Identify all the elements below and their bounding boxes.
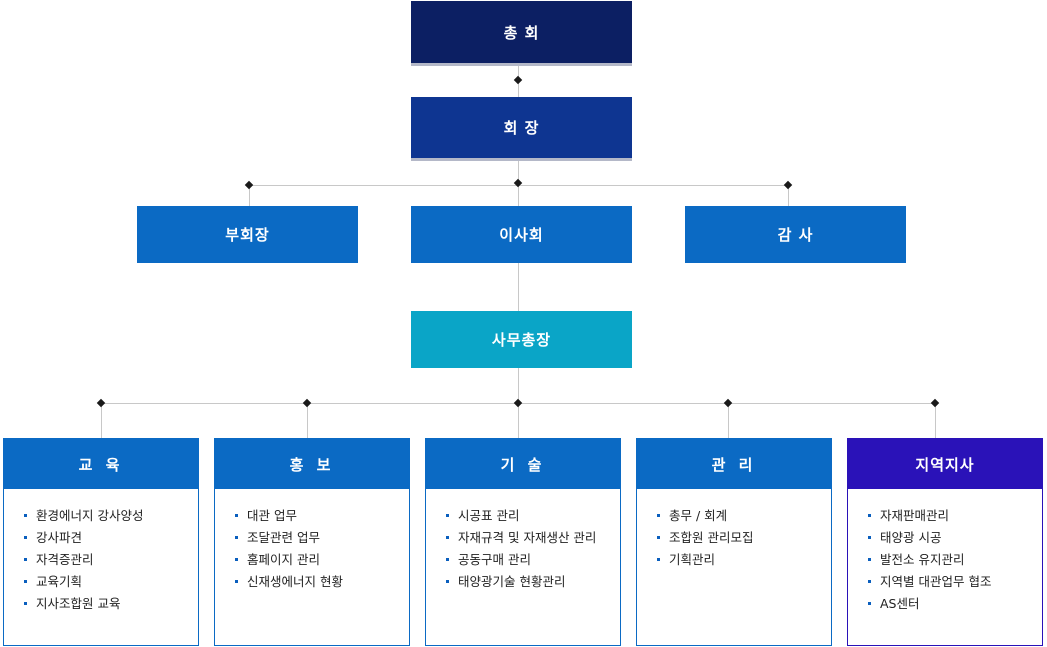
junction-dot <box>513 75 523 85</box>
connector-dept-2 <box>307 403 308 438</box>
list-item: 신재생에너지 현황 <box>235 571 409 593</box>
dept-item-list: 환경에너지 강사양성 강사파견 자격증관리 교육기획 지사조합원 교육 <box>4 489 198 615</box>
assembly-node: 총 회 <box>411 1 632 63</box>
dept-title: 관 리 <box>637 439 831 489</box>
list-item: 홈페이지 관리 <box>235 549 409 571</box>
list-item: 환경에너지 강사양성 <box>24 505 198 527</box>
connector-dept-4 <box>728 403 729 438</box>
connector-dept-3 <box>518 403 519 438</box>
list-item: 자재판매관리 <box>868 505 1042 527</box>
dept-item-list: 자재판매관리 태양광 시공 발전소 유지관리 지역별 대관업무 협조 AS센터 <box>848 489 1042 615</box>
dept-regional-branch: 지역지사 자재판매관리 태양광 시공 발전소 유지관리 지역별 대관업무 협조 … <box>847 438 1043 646</box>
junction-dot <box>513 398 523 408</box>
dept-management: 관 리 총무 / 회계 조합원 관리모집 기획관리 <box>636 438 832 646</box>
auditor-node: 감 사 <box>685 206 906 263</box>
junction-dot <box>96 398 106 408</box>
dept-title: 교 육 <box>4 439 198 489</box>
junction-dot <box>783 180 793 190</box>
secretary-general-node: 사무총장 <box>411 311 632 368</box>
connector-dept-5 <box>935 403 936 438</box>
dept-technology: 기 술 시공표 관리 자재규격 및 자재생산 관리 공동구매 관리 태양광기술 … <box>425 438 621 646</box>
connector-secretary-down <box>518 368 519 403</box>
list-item: 교육기획 <box>24 571 198 593</box>
list-item: 자재규격 및 자재생산 관리 <box>446 527 620 549</box>
connector-board <box>518 185 519 206</box>
junction-dot <box>723 398 733 408</box>
junction-dot <box>244 180 254 190</box>
list-item: 조합원 관리모집 <box>657 527 831 549</box>
list-item: 태양광기술 현황관리 <box>446 571 620 593</box>
connector-dept-1 <box>101 403 102 438</box>
connector-board-secretary <box>518 263 519 311</box>
list-item: 자격증관리 <box>24 549 198 571</box>
list-item: 총무 / 회계 <box>657 505 831 527</box>
junction-dot <box>930 398 940 408</box>
list-item: 기획관리 <box>657 549 831 571</box>
dept-item-list: 시공표 관리 자재규격 및 자재생산 관리 공동구매 관리 태양광기술 현황관리 <box>426 489 620 593</box>
dept-title: 홍 보 <box>215 439 409 489</box>
list-item: 지사조합원 교육 <box>24 593 198 615</box>
list-item: 조달관련 업무 <box>235 527 409 549</box>
dept-education: 교 육 환경에너지 강사양성 강사파견 자격증관리 교육기획 지사조합원 교육 <box>3 438 199 646</box>
dept-item-list: 총무 / 회계 조합원 관리모집 기획관리 <box>637 489 831 571</box>
vice-chairman-node: 부회장 <box>137 206 358 263</box>
junction-dot <box>302 398 312 408</box>
dept-promotion: 홍 보 대관 업무 조달관련 업무 홈페이지 관리 신재생에너지 현황 <box>214 438 410 646</box>
list-item: 발전소 유지관리 <box>868 549 1042 571</box>
list-item: AS센터 <box>868 593 1042 615</box>
chairman-node: 회 장 <box>411 97 632 158</box>
board-node: 이사회 <box>411 206 632 263</box>
list-item: 시공표 관리 <box>446 505 620 527</box>
list-item: 지역별 대관업무 협조 <box>868 571 1042 593</box>
list-item: 대관 업무 <box>235 505 409 527</box>
dept-item-list: 대관 업무 조달관련 업무 홈페이지 관리 신재생에너지 현황 <box>215 489 409 593</box>
connector-auditor <box>788 185 789 206</box>
dept-title: 지역지사 <box>848 439 1042 489</box>
list-item: 태양광 시공 <box>868 527 1042 549</box>
list-item: 강사파견 <box>24 527 198 549</box>
connector-chairman-down <box>518 160 519 185</box>
connector-vice <box>249 185 250 206</box>
dept-title: 기 술 <box>426 439 620 489</box>
list-item: 공동구매 관리 <box>446 549 620 571</box>
